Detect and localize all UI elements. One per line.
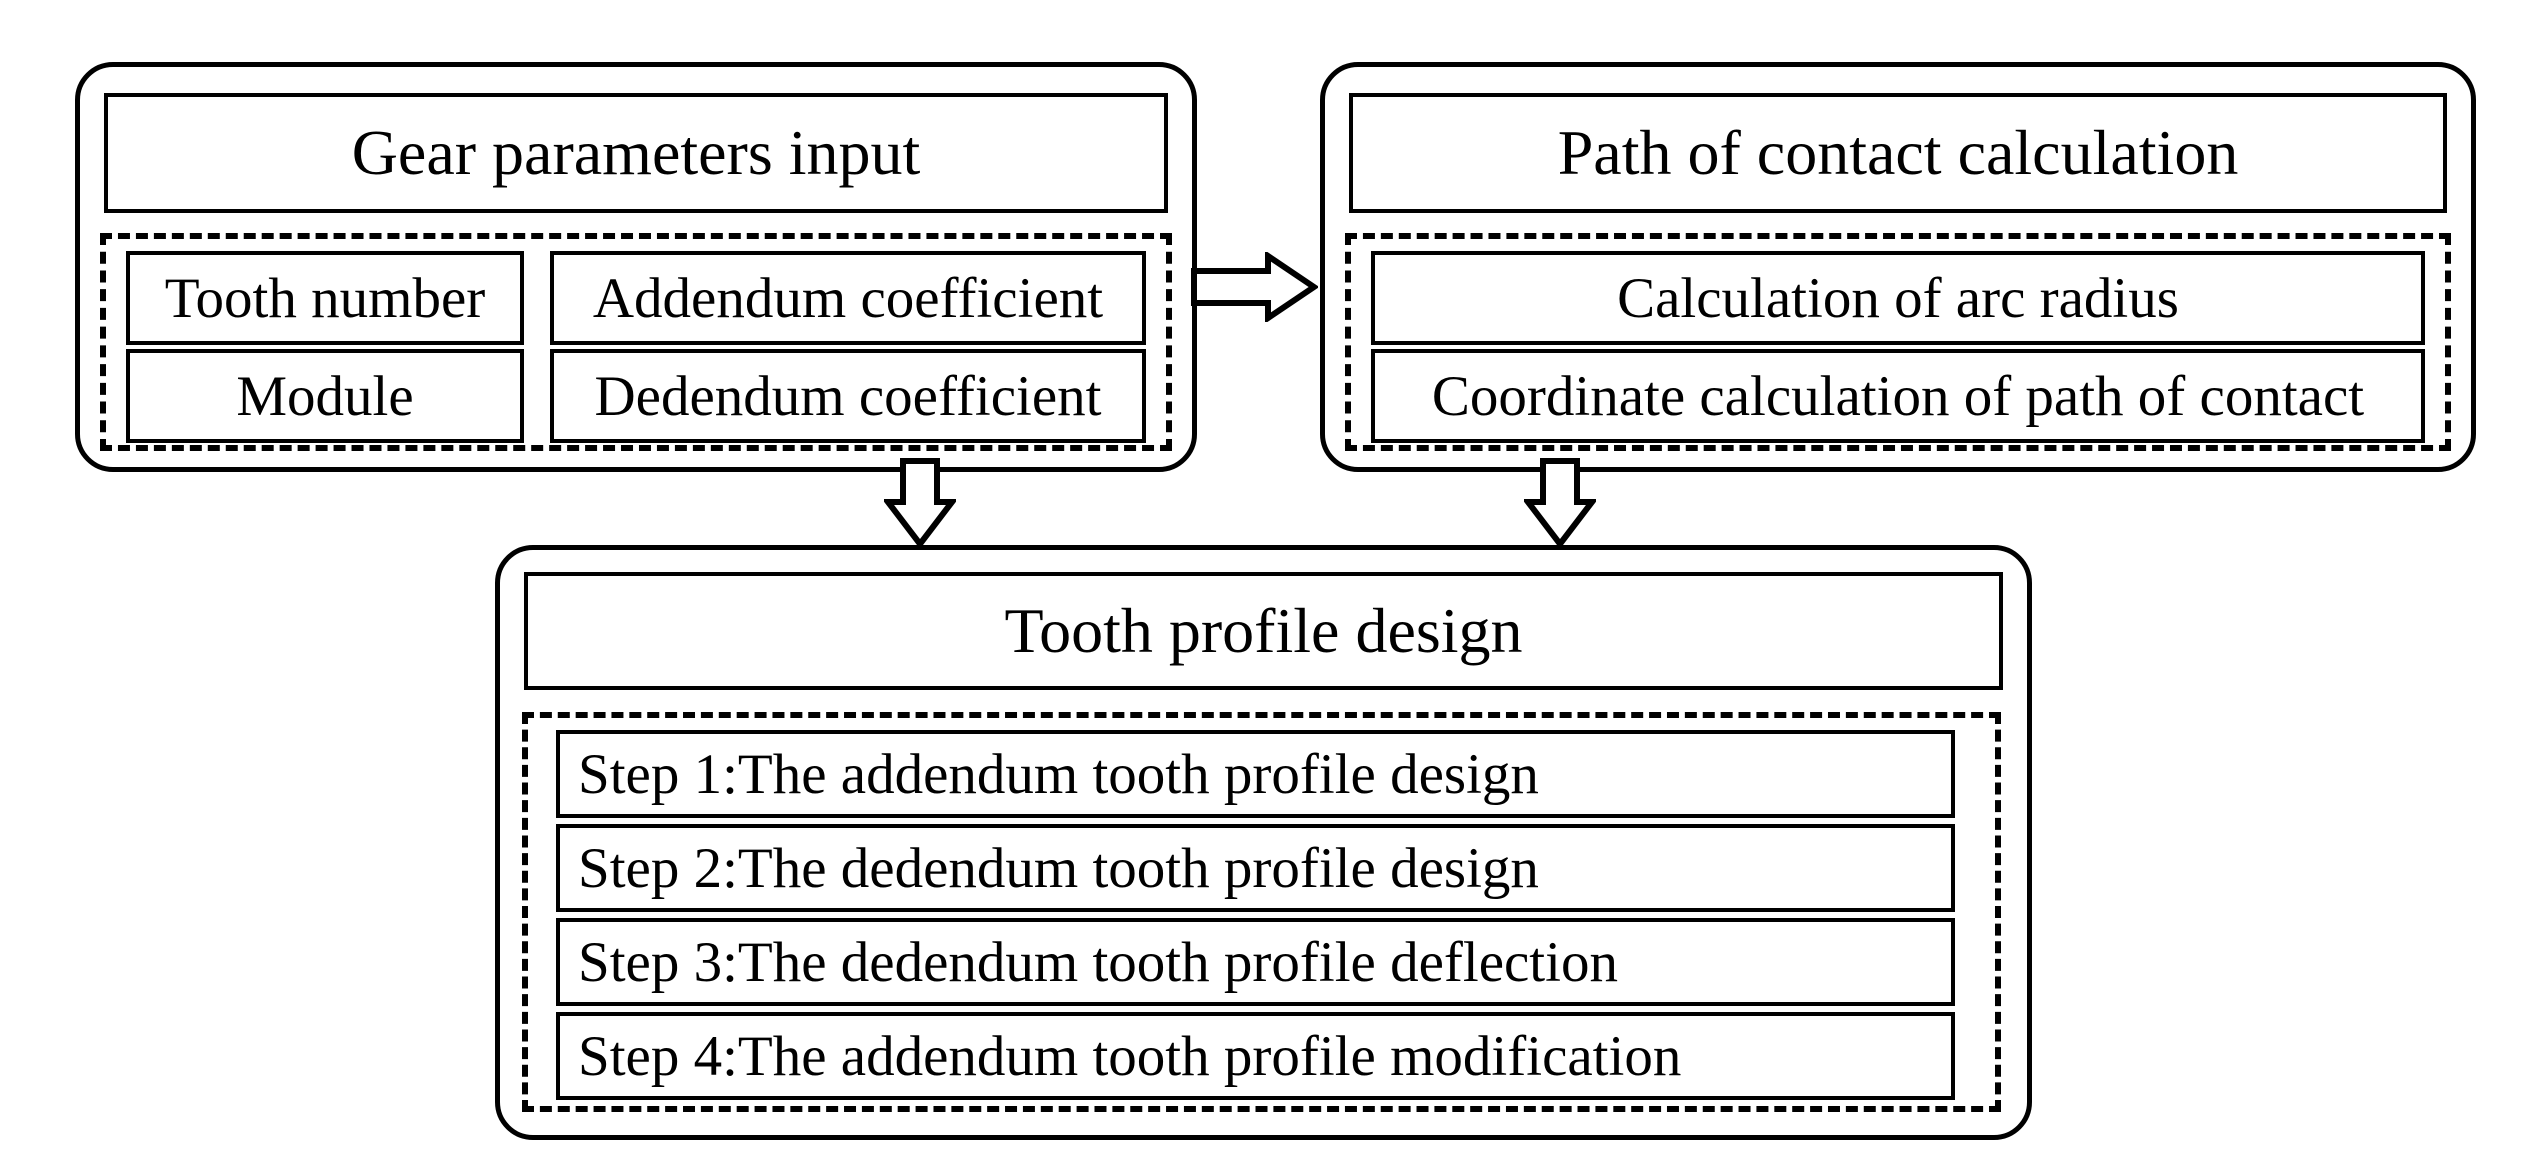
gear-parameters-box: Gear parameters input Tooth number Adden…: [75, 62, 1197, 472]
param-module: Module: [126, 349, 524, 443]
param-dedendum-coefficient: Dedendum coefficient: [550, 349, 1146, 443]
coordinate-calc-path-of-contact: Coordinate calculation of path of contac…: [1371, 349, 2425, 443]
step-1: Step 1:The addendum tooth profile design: [556, 730, 1955, 818]
arrow-right-icon: [1190, 252, 1318, 322]
step-2: Step 2:The dedendum tooth profile design: [556, 824, 1955, 912]
gear-parameters-title: Gear parameters input: [104, 93, 1168, 213]
tooth-profile-box: Tooth profile design Step 1:The addendum…: [495, 545, 2032, 1140]
tooth-profile-group: Step 1:The addendum tooth profile design…: [522, 712, 2001, 1112]
calc-arc-radius: Calculation of arc radius: [1371, 251, 2425, 345]
step-4: Step 4:The addendum tooth profile modifi…: [556, 1012, 1955, 1100]
arrow-down-icon: [884, 458, 956, 548]
gear-parameters-group: Tooth number Addendum coefficient Module…: [100, 233, 1172, 451]
tooth-profile-title: Tooth profile design: [524, 572, 2003, 690]
path-of-contact-group: Calculation of arc radius Coordinate cal…: [1345, 233, 2451, 451]
path-of-contact-title: Path of contact calculation: [1349, 93, 2447, 213]
step-3: Step 3:The dedendum tooth profile deflec…: [556, 918, 1955, 1006]
param-tooth-number: Tooth number: [126, 251, 524, 345]
arrow-down-icon: [1524, 458, 1596, 548]
path-of-contact-box: Path of contact calculation Calculation …: [1320, 62, 2476, 472]
param-addendum-coefficient: Addendum coefficient: [550, 251, 1146, 345]
